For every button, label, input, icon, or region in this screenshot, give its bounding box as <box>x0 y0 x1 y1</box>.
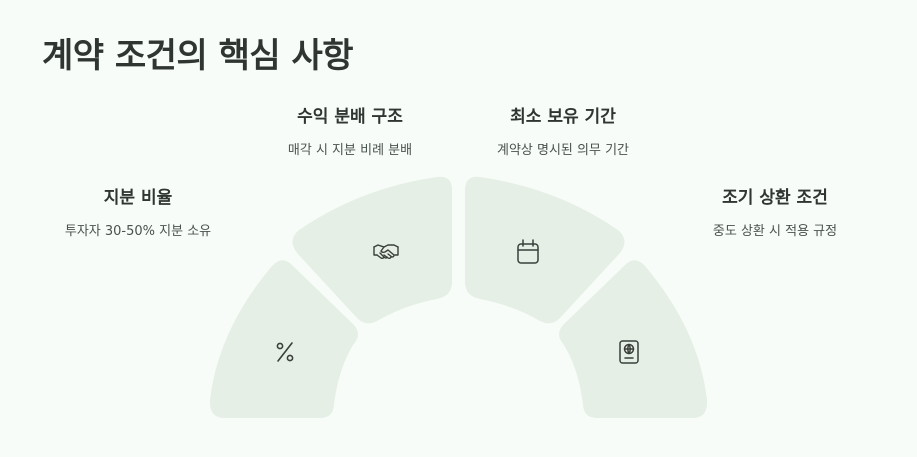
page-title: 계약 조건의 핵심 사항 <box>42 36 354 76</box>
label-minimum-holding-heading: 최소 보유 기간 <box>510 107 616 127</box>
handshake-icon <box>373 244 399 260</box>
label-minimum-holding-description: 계약상 명시된 의무 기간 <box>497 143 629 158</box>
label-equity-ratio: 지분 비율 투자자 30-50% 지분 소유 <box>38 183 238 239</box>
label-profit-distribution-description: 매각 시 지분 비례 분배 <box>287 143 413 158</box>
label-equity-ratio-description: 투자자 30-50% 지분 소유 <box>64 224 212 239</box>
calendar-icon <box>517 239 539 264</box>
segment-minimum-holding <box>465 176 625 324</box>
label-equity-ratio-heading: 지분 비율 <box>103 188 173 208</box>
percent-icon <box>276 342 294 362</box>
label-profit-distribution: 수익 분배 구조 매각 시 지분 비례 분배 <box>260 102 440 158</box>
label-early-repayment: 조기 상환 조건 중도 상환 시 적용 규정 <box>675 183 875 239</box>
diagram-segments <box>209 176 708 418</box>
segment-early-repayment <box>559 260 708 418</box>
passport-icon <box>619 340 639 364</box>
label-early-repayment-heading: 조기 상환 조건 <box>722 188 828 208</box>
segment-equity-ratio <box>209 260 358 418</box>
label-early-repayment-description: 중도 상환 시 적용 규정 <box>712 224 838 239</box>
segment-profit-distribution <box>292 176 452 324</box>
label-profit-distribution-heading: 수익 분배 구조 <box>297 107 403 127</box>
label-minimum-holding: 최소 보유 기간 계약상 명시된 의무 기간 <box>473 102 653 158</box>
